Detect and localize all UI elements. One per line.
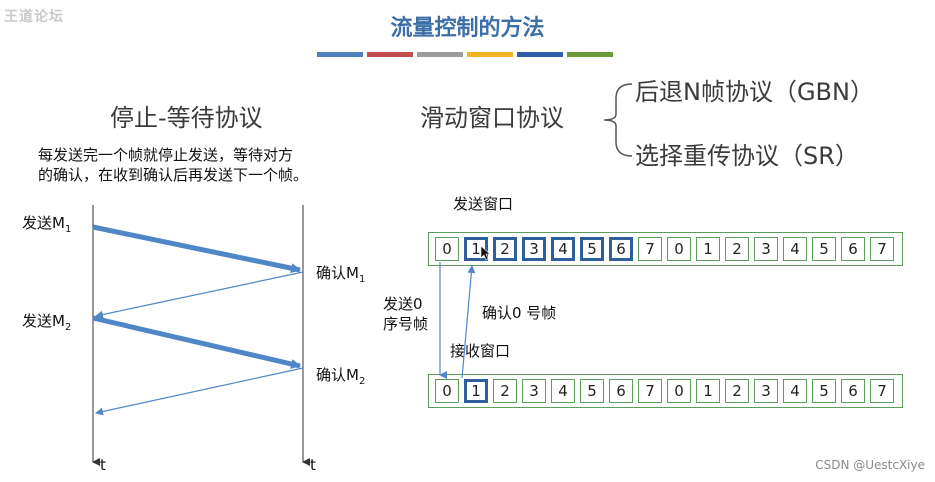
send-frame-cell: 1 xyxy=(696,237,720,261)
send-frame-label: 发送0 序号帧 xyxy=(383,294,428,334)
brace xyxy=(603,83,633,157)
recv-frame-cell: 1 xyxy=(696,379,720,403)
send-frame-line-1: 发送0 xyxy=(383,295,423,313)
send-frame-cell: 6 xyxy=(609,237,633,261)
time-label-right: t xyxy=(310,456,316,474)
send-window-label: 发送窗口 xyxy=(453,195,514,213)
recv-frame-cell: 2 xyxy=(725,379,749,403)
send-m2-sub: 2 xyxy=(64,322,72,333)
send-frame-cell: 2 xyxy=(725,237,749,261)
color-bar-segment xyxy=(517,52,563,57)
send-frame-cell: 5 xyxy=(812,237,836,261)
stop-wait-heading: 停止-等待协议 xyxy=(110,104,263,132)
ack-m1-arrow xyxy=(95,271,304,319)
stop-wait-description: 每发送完一个帧就停止发送，等待对方 的确认，在收到确认后再发送下一个帧。 xyxy=(38,145,378,185)
send-frame-cell: 3 xyxy=(522,237,546,261)
ack-m2-sub: 2 xyxy=(358,376,366,387)
recv-frame-cell: 3 xyxy=(754,379,778,403)
recv-frame-cell: 2 xyxy=(493,379,517,403)
send-frame-cell: 3 xyxy=(754,237,778,261)
color-bar-segment xyxy=(367,52,413,57)
color-bar-segment xyxy=(467,52,513,57)
send-frame-cell: 6 xyxy=(841,237,865,261)
description-line-1: 每发送完一个帧就停止发送，等待对方 xyxy=(38,146,294,164)
send-m1-sub: 1 xyxy=(64,224,72,235)
ack-m2-text: 确认M xyxy=(316,366,359,384)
send-frame-cell: 7 xyxy=(870,237,894,261)
recv-frame-cell: 7 xyxy=(638,379,662,403)
send-frame-cell: 2 xyxy=(493,237,517,261)
gbn-protocol: 后退N帧协议（GBN） xyxy=(635,78,874,106)
recv-frame-cell: 1 xyxy=(464,379,488,403)
send-frame-cell: 7 xyxy=(638,237,662,261)
send-m2-label: 发送M2 xyxy=(22,310,71,333)
ack-m2-arrow xyxy=(95,367,304,416)
send-frame-line-2: 序号帧 xyxy=(383,315,429,333)
recv-frame-cell: 3 xyxy=(522,379,546,403)
send-m1-arrow xyxy=(92,224,301,274)
ack-m1-label: 确认M1 xyxy=(316,262,365,285)
send-frame-cell: 4 xyxy=(783,237,807,261)
send-m2-arrow xyxy=(92,315,301,369)
ack-m1-text: 确认M xyxy=(316,264,359,282)
ack-m1-sub: 1 xyxy=(358,274,366,285)
recv-frame-cell: 5 xyxy=(812,379,836,403)
ack-m2-label: 确认M2 xyxy=(316,364,365,387)
send-m1-label: 发送M1 xyxy=(22,212,71,235)
recv-frame-cell: 5 xyxy=(580,379,604,403)
wangdao-logo: 王道论坛 xyxy=(4,9,64,25)
send-frame-cell: 4 xyxy=(551,237,575,261)
send-frame-cell: 5 xyxy=(580,237,604,261)
slide-title: 流量控制的方法 xyxy=(390,16,545,41)
recv-frame-cell: 6 xyxy=(841,379,865,403)
color-bar-segment xyxy=(317,52,363,57)
recv-frame-cell: 7 xyxy=(870,379,894,403)
send-frame-cell: 0 xyxy=(435,237,459,261)
color-bar-segment xyxy=(567,52,613,57)
sr-protocol: 选择重传协议（SR） xyxy=(635,142,859,170)
time-label-left: t xyxy=(100,456,106,474)
description-line-2: 的确认，在收到确认后再发送下一个帧。 xyxy=(38,166,309,184)
send-m2-text: 发送M xyxy=(22,312,65,330)
recv-frame-cell: 0 xyxy=(667,379,691,403)
recv-frame-cell: 6 xyxy=(609,379,633,403)
mouse-cursor-icon xyxy=(480,245,491,261)
recv-frame-cell: 0 xyxy=(435,379,459,403)
csdn-watermark: CSDN @UestcXiye xyxy=(815,458,925,472)
recv-frame-cell: 4 xyxy=(783,379,807,403)
ack-frame-arrow xyxy=(461,265,476,379)
sliding-window-heading: 滑动窗口协议 xyxy=(420,104,564,132)
color-bar-segment xyxy=(417,52,463,57)
send-frame-cell: 0 xyxy=(667,237,691,261)
ack-frame-label: 确认0 号帧 xyxy=(482,304,557,322)
recv-frame-cell: 4 xyxy=(551,379,575,403)
send-m1-text: 发送M xyxy=(22,214,65,232)
